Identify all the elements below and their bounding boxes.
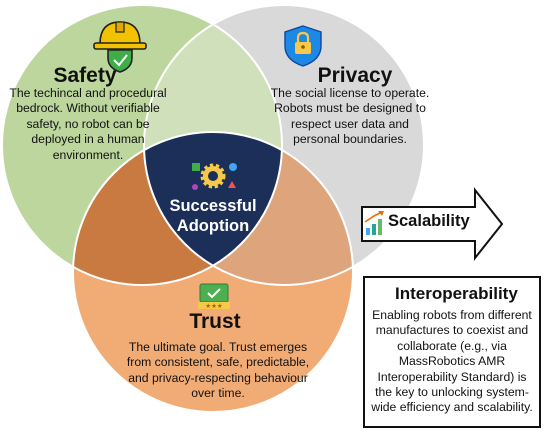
safety-title: Safety: [53, 64, 117, 87]
privacy-title: Privacy: [317, 64, 393, 87]
growth-bar-chart-icon: [364, 211, 384, 235]
safety-description: The techincal and procedural bedrock. Wi…: [9, 86, 167, 162]
interoperability-title: Interoperability: [395, 284, 518, 303]
interoperability-box: Interoperability Enabling robots from di…: [363, 276, 541, 428]
trust-title: Trust: [189, 310, 241, 333]
svg-text:★★★: ★★★: [205, 302, 223, 310]
privacy-description: The social license to operate. Robots mu…: [270, 86, 430, 147]
scalability-label: Scalability: [388, 212, 470, 230]
certificate-stars-icon: ★★★: [198, 283, 230, 310]
hard-hat-shield-icon: [93, 21, 147, 73]
interoperability-description: Enabling robots from different manufactu…: [371, 308, 533, 415]
scalability-arrow: [361, 187, 504, 261]
padlock-shield-icon: [284, 25, 322, 67]
trust-description: The ultimate goal. Trust emerges from co…: [126, 340, 310, 401]
successful-adoption-label: Successful Adoption: [169, 197, 257, 235]
gear-shapes-icon: [192, 163, 237, 190]
